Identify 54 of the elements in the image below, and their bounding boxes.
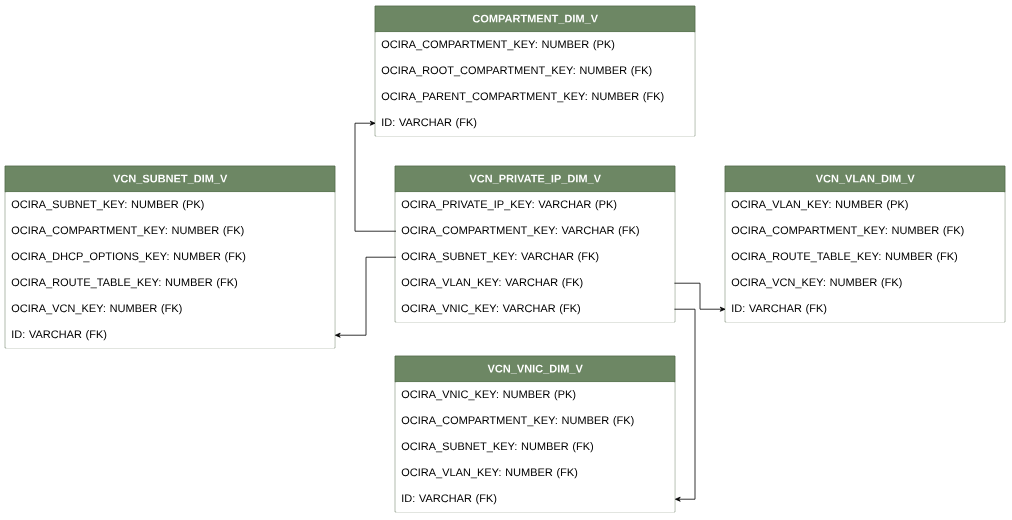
node-label: OCIRA_VCN_KEY: NUMBER (FK) bbox=[11, 304, 182, 315]
node-label: OCIRA_COMPARTMENT_KEY: NUMBER (FK) bbox=[731, 226, 964, 237]
node-label: OCIRA_COMPARTMENT_KEY: NUMBER (FK) bbox=[401, 416, 634, 427]
node-label: OCIRA_VNIC_KEY: NUMBER (PK) bbox=[401, 390, 576, 401]
table-row: OCIRA_COMPARTMENT_KEY: NUMBER (FK) bbox=[396, 408, 675, 435]
table-row: OCIRA_DHCP_OPTIONS_KEY: NUMBER (FK) bbox=[6, 244, 335, 271]
table-row: OCIRA_PARENT_COMPARTMENT_KEY: NUMBER (FK) bbox=[376, 84, 695, 111]
node-label: OCIRA_VCN_KEY: NUMBER (FK) bbox=[731, 278, 902, 289]
node-label: OCIRA_ROUTE_TABLE_KEY: NUMBER (FK) bbox=[11, 278, 238, 289]
connector-arrow bbox=[674, 282, 726, 312]
table-row: ID: VARCHAR (FK) bbox=[726, 296, 1005, 323]
node-label: OCIRA_PARENT_COMPARTMENT_KEY: NUMBER (FK) bbox=[381, 92, 664, 103]
node-label: OCIRA_DHCP_OPTIONS_KEY: NUMBER (FK) bbox=[11, 252, 246, 263]
node-label: ID: VARCHAR (FK) bbox=[382, 118, 477, 129]
node-label: ID: VARCHAR (FK) bbox=[732, 304, 827, 315]
table-row: OCIRA_VLAN_KEY: NUMBER (FK) bbox=[396, 460, 675, 487]
node-label: OCIRA_ROOT_COMPARTMENT_KEY: NUMBER (FK) bbox=[381, 66, 652, 77]
node-label: OCIRA_PRIVATE_IP_KEY: VARCHAR (PK) bbox=[401, 200, 617, 211]
table-row: OCIRA_SUBNET_KEY: NUMBER (PK) bbox=[6, 192, 335, 219]
node-label: OCIRA_SUBNET_KEY: NUMBER (PK) bbox=[11, 200, 204, 211]
table-row: OCIRA_COMPARTMENT_KEY: NUMBER (FK) bbox=[6, 218, 335, 245]
node-label: OCIRA_COMPARTMENT_KEY: NUMBER (PK) bbox=[381, 40, 615, 51]
table-row: OCIRA_COMPARTMENT_KEY: NUMBER (PK) bbox=[376, 32, 695, 59]
table-row: OCIRA_ROOT_COMPARTMENT_KEY: NUMBER (FK) bbox=[376, 58, 695, 85]
node-label: OCIRA_VLAN_KEY: NUMBER (PK) bbox=[731, 200, 908, 211]
node-label: OCIRA_VLAN_KEY: NUMBER (FK) bbox=[401, 468, 578, 479]
table-row: OCIRA_VLAN_KEY: VARCHAR (FK) bbox=[396, 270, 675, 297]
table-row: OCIRA_VNIC_KEY: VARCHAR (FK) bbox=[396, 296, 675, 323]
table-row: OCIRA_SUBNET_KEY: NUMBER (FK) bbox=[396, 434, 675, 461]
connector-arrow bbox=[335, 256, 397, 338]
table-row: OCIRA_VCN_KEY: NUMBER (FK) bbox=[726, 270, 1005, 297]
node-label: OCIRA_SUBNET_KEY: NUMBER (FK) bbox=[401, 442, 594, 453]
table-row: OCIRA_ROUTE_TABLE_KEY: NUMBER (FK) bbox=[6, 270, 335, 297]
node-label: OCIRA_VLAN_KEY: VARCHAR (FK) bbox=[401, 278, 583, 289]
table-row: OCIRA_COMPARTMENT_KEY: VARCHAR (FK) bbox=[396, 218, 675, 245]
table-row: ID: VARCHAR (FK) bbox=[6, 322, 335, 349]
node-label: OCIRA_SUBNET_KEY: VARCHAR (FK) bbox=[401, 252, 599, 263]
table-row: OCIRA_VNIC_KEY: NUMBER (PK) bbox=[396, 382, 675, 409]
node-label: OCIRA_VNIC_KEY: VARCHAR (FK) bbox=[401, 304, 581, 315]
table-row: OCIRA_PRIVATE_IP_KEY: VARCHAR (PK) bbox=[396, 192, 675, 219]
table-row: ID: VARCHAR (FK) bbox=[396, 486, 675, 513]
node-label: ID: VARCHAR (FK) bbox=[402, 494, 497, 505]
table-row: OCIRA_VCN_KEY: NUMBER (FK) bbox=[6, 296, 335, 323]
table-row: ID: VARCHAR (FK) bbox=[376, 110, 695, 137]
table-row: OCIRA_SUBNET_KEY: VARCHAR (FK) bbox=[396, 244, 675, 271]
connector-arrow bbox=[354, 120, 397, 232]
table-row: OCIRA_ROUTE_TABLE_KEY: NUMBER (FK) bbox=[726, 244, 1005, 271]
table-row: OCIRA_COMPARTMENT_KEY: NUMBER (FK) bbox=[726, 218, 1005, 245]
table-row: OCIRA_VLAN_KEY: NUMBER (PK) bbox=[726, 192, 1005, 219]
node-label: OCIRA_COMPARTMENT_KEY: NUMBER (FK) bbox=[11, 226, 244, 237]
node-label: ID: VARCHAR (FK) bbox=[12, 330, 107, 341]
connector-arrow bbox=[674, 308, 696, 502]
node-label: OCIRA_ROUTE_TABLE_KEY: NUMBER (FK) bbox=[731, 252, 958, 263]
node-label: OCIRA_COMPARTMENT_KEY: VARCHAR (FK) bbox=[401, 226, 639, 237]
